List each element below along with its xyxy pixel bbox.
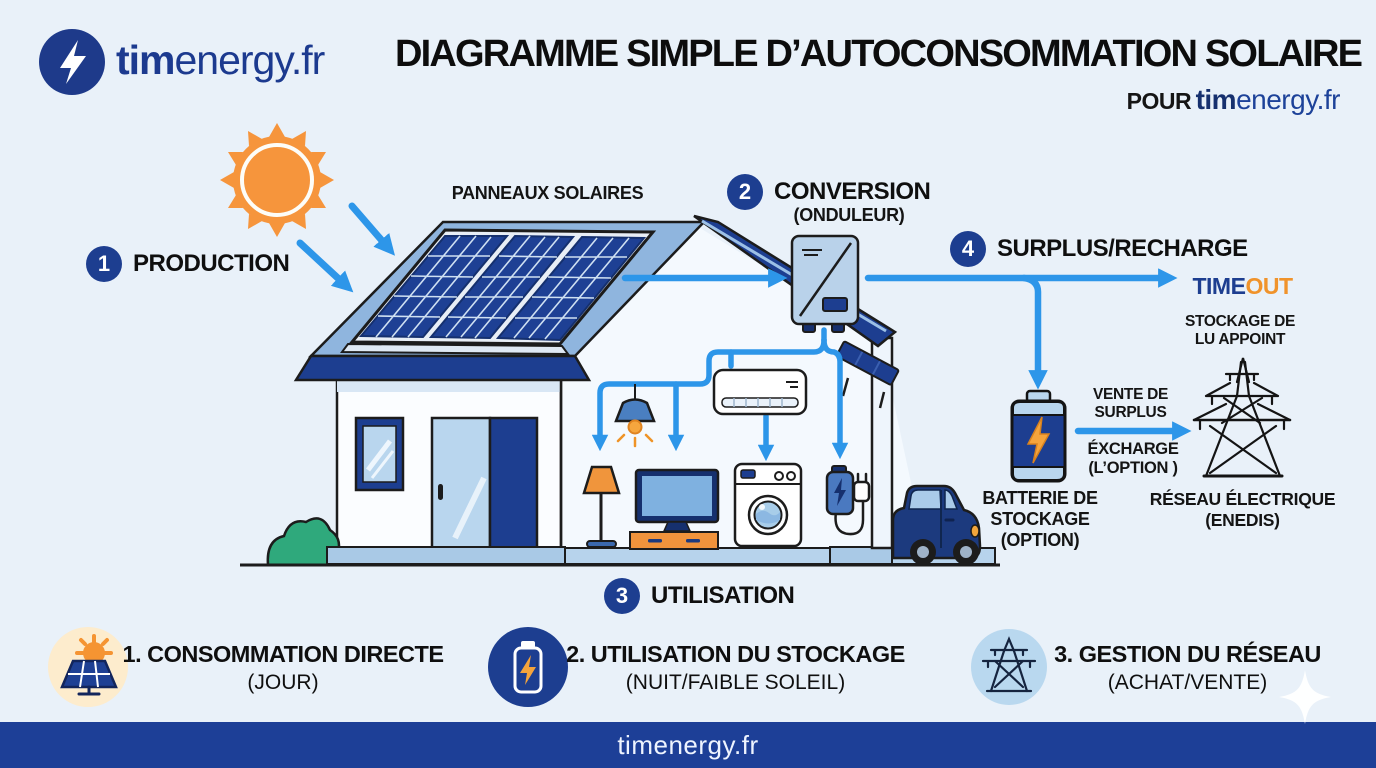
step-production: 1 PRODUCTION bbox=[86, 246, 290, 282]
footer-bar: timenergy.fr bbox=[0, 722, 1376, 768]
house bbox=[240, 214, 1000, 567]
sparkle-icon bbox=[1279, 670, 1331, 724]
storage-battery-icon bbox=[1010, 389, 1067, 483]
pylon-icon bbox=[981, 636, 1037, 693]
legend-icon-stockage bbox=[488, 627, 568, 707]
inverter-icon bbox=[790, 234, 860, 333]
logo-wordmark-bold: tim bbox=[116, 37, 175, 83]
lightning-bolt-icon bbox=[60, 40, 86, 84]
door bbox=[430, 416, 539, 566]
legend3-subtitle: (ACHAT/VENTE) bbox=[1107, 671, 1268, 694]
legend-item-reseau: 3. GESTION DU RÉSEAU (ACHAT/VENTE) bbox=[1045, 641, 1330, 695]
subtitle-brand-rest: energy.fr bbox=[1236, 84, 1340, 115]
step1-badge: 1 bbox=[86, 246, 122, 282]
battery-icon bbox=[513, 641, 543, 694]
step2-sublabel: (ONDULEUR) bbox=[793, 205, 905, 225]
legend2-title: 2. UTILISATION DU STOCKAGE bbox=[566, 641, 905, 667]
battery-label: BATTERIE DE STOCKAGE (OPTION) bbox=[982, 488, 1098, 550]
solar-panel-sun-icon bbox=[60, 634, 118, 696]
storage-note-label: STOCKAGE DE LU APPOINT bbox=[1184, 313, 1296, 348]
sun-icon bbox=[220, 123, 334, 237]
page-subtitle: POUR timenergy.fr bbox=[1126, 84, 1341, 116]
pylon-icon bbox=[1192, 357, 1292, 478]
step2-label: CONVERSION bbox=[774, 178, 931, 205]
flow-arrows bbox=[621, 268, 1192, 441]
legend-item-stockage: 2. UTILISATION DU STOCKAGE (NUIT/FAIBLE … bbox=[558, 641, 913, 695]
step-surplus: 4 SURPLUS/RECHARGE bbox=[950, 231, 1248, 267]
door-handle bbox=[438, 484, 443, 500]
pendant-lamp-icon bbox=[614, 384, 656, 448]
subtitle-brand-bold: tim bbox=[1195, 84, 1237, 115]
step3-label: UTILISATION bbox=[651, 582, 795, 609]
step4-label: SURPLUS/RECHARGE bbox=[997, 235, 1248, 262]
legend2-subtitle: (NUIT/FAIBLE SOLEIL) bbox=[625, 671, 846, 694]
sunlight-arrows bbox=[296, 202, 395, 293]
legend1-subtitle: (JOUR) bbox=[247, 671, 319, 694]
small-roof-panel-icon bbox=[835, 340, 900, 409]
tv-icon bbox=[629, 468, 720, 550]
panels-label: PANNEAUX SOLAIRES bbox=[451, 183, 644, 203]
legend-icon-reseau bbox=[971, 629, 1047, 705]
air-conditioner-icon bbox=[712, 368, 808, 416]
step4-badge: 4 bbox=[950, 231, 986, 267]
step-conversion: 2 CONVERSION bbox=[727, 174, 931, 210]
legend1-title: 1. CONSOMMATION DIRECTE bbox=[122, 641, 445, 667]
footer-brand: timenergy.fr bbox=[617, 729, 759, 760]
window bbox=[354, 416, 405, 492]
exchange-label: ÉXCHARGE (L’OPTION ) bbox=[1087, 440, 1179, 477]
floor-lamp-icon bbox=[582, 465, 621, 548]
logo-bolt-badge bbox=[39, 29, 105, 95]
timeout-label: TIMEOUT bbox=[1185, 273, 1300, 300]
step-utilisation: 3 UTILISATION bbox=[604, 578, 795, 614]
page-title: DIAGRAMME SIMPLE D’AUTOCONSOMMATION SOLA… bbox=[395, 33, 1363, 75]
timeout-label-orange: OUT bbox=[1245, 273, 1293, 299]
legend3-title: 3. GESTION DU RÉSEAU bbox=[1054, 641, 1321, 667]
car-icon bbox=[891, 484, 982, 565]
step3-badge: 3 bbox=[604, 578, 640, 614]
grid-label: RÉSEAU ÉLECTRIQUE (ENEDIS) bbox=[1149, 489, 1336, 530]
legend-icon-consommation bbox=[48, 627, 128, 707]
solar-panel-array bbox=[340, 228, 657, 356]
logo-wordmark: timenergy.fr bbox=[116, 37, 326, 84]
logo-wordmark-rest: energy.fr bbox=[174, 37, 326, 83]
subtitle-prefix: POUR bbox=[1126, 88, 1192, 114]
sale-label: VENTE DE SURPLUS bbox=[1092, 386, 1169, 421]
ev-charger-icon bbox=[825, 465, 871, 536]
legend-item-consommation: 1. CONSOMMATION DIRECTE (JOUR) bbox=[118, 641, 448, 695]
wiring-arrows bbox=[591, 327, 849, 462]
washing-machine-icon bbox=[733, 462, 803, 548]
timeout-label-bold: TIME bbox=[1192, 273, 1246, 299]
step2-badge: 2 bbox=[727, 174, 763, 210]
step1-label: PRODUCTION bbox=[133, 250, 290, 277]
